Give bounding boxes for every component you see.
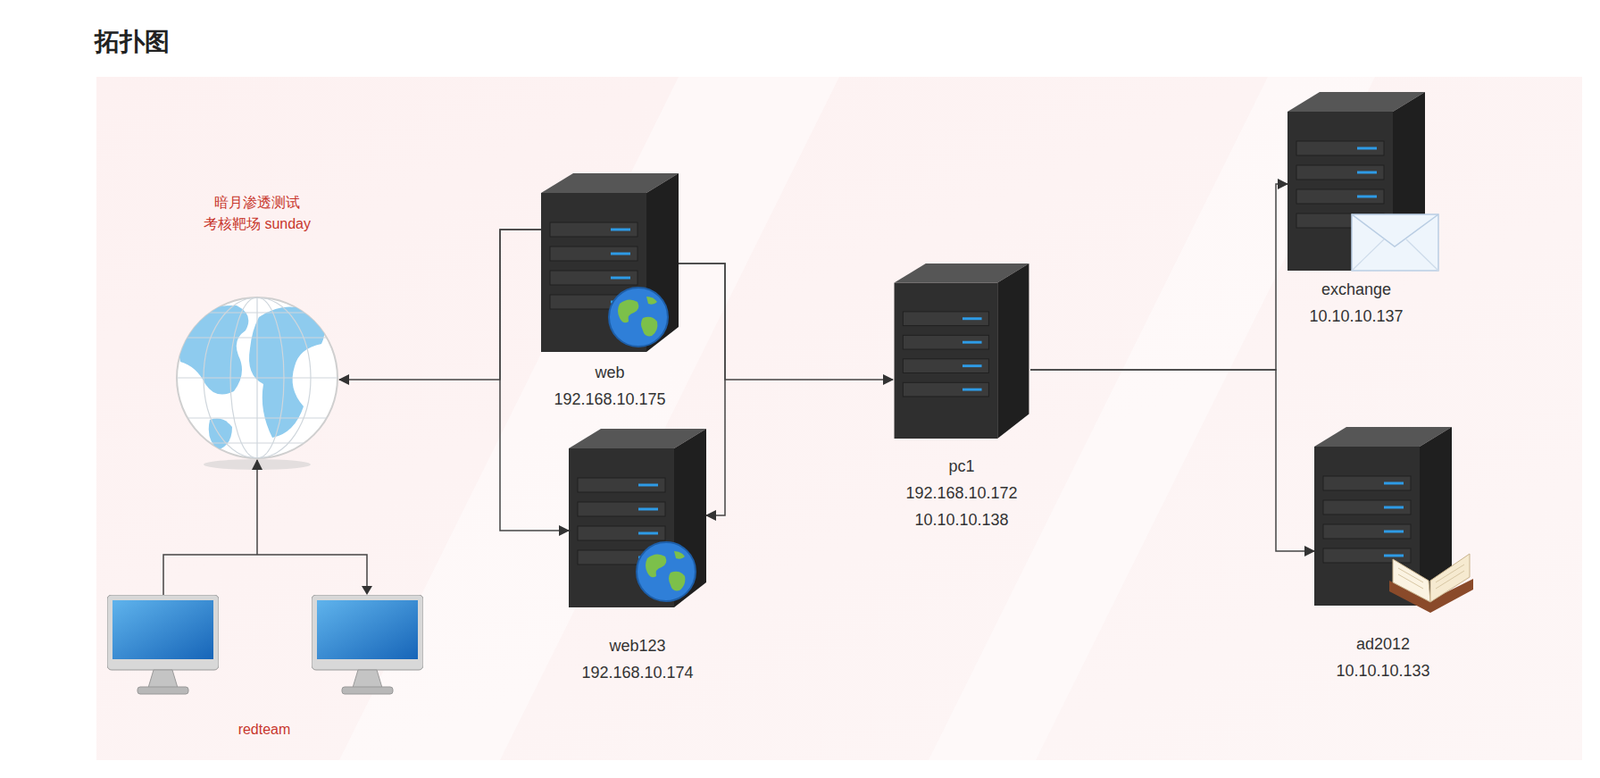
monitor-wires	[163, 554, 367, 595]
connector-arrow	[339, 229, 542, 380]
globe-node: 暗月渗透测试 考核靶场 sunday	[175, 191, 340, 460]
ip-address: 192.168.10.172	[889, 479, 1034, 507]
background-panel	[96, 76, 1583, 760]
server-node: ad201210.10.10.133	[1314, 426, 1452, 606]
node-label: redteam	[103, 718, 425, 741]
node-name: exchange	[1283, 275, 1429, 303]
server-node: web192.168.10.175	[541, 173, 679, 352]
ip-address: 10.10.10.137	[1283, 302, 1429, 330]
node-name: web	[537, 358, 683, 386]
globe-icon	[176, 297, 338, 470]
server-node: pc1192.168.10.17210.10.10.138	[892, 263, 1031, 439]
node-name: ad2012	[1310, 630, 1456, 658]
server-icon	[894, 263, 1030, 439]
node-label: web192.168.10.175	[537, 358, 683, 413]
ip-address: 10.10.10.133	[1310, 657, 1456, 684]
node-name: web123	[565, 632, 710, 659]
connector-arrow	[1030, 369, 1315, 551]
connector-arrow	[678, 263, 893, 380]
connector-arrow	[678, 263, 725, 516]
node-label: exchange10.10.10.137	[1283, 275, 1429, 330]
server-node: exchange10.10.10.137	[1287, 91, 1425, 271]
connector-arrow	[1030, 183, 1288, 370]
redteam-group: redteam	[107, 554, 422, 756]
book-icon	[1389, 553, 1474, 613]
ip-address: 10.10.10.138	[889, 506, 1034, 534]
connector-arrow	[500, 229, 569, 531]
mail-icon	[1351, 214, 1439, 271]
node-name: redteam	[103, 718, 425, 741]
server-icon	[541, 173, 679, 352]
monitor-icon	[311, 594, 424, 694]
server-icon	[568, 428, 707, 608]
server-node: web123192.168.10.174	[568, 428, 707, 608]
arrowhead	[361, 585, 373, 595]
node-label: web123192.168.10.174	[565, 632, 710, 686]
diagram-title: 拓扑图	[94, 25, 170, 59]
ip-address: 192.168.10.174	[565, 658, 710, 686]
node-name: pc1	[889, 452, 1034, 480]
node-label: ad201210.10.10.133	[1310, 630, 1456, 684]
web-badge	[608, 287, 668, 347]
node-label: 暗月渗透测试 考核靶场 sunday	[175, 191, 340, 235]
node-label: pc1192.168.10.17210.10.10.138	[889, 452, 1034, 534]
connector-arrow	[256, 459, 259, 555]
server-icon	[1314, 426, 1452, 606]
web-badge	[636, 541, 696, 601]
node-name: 暗月渗透测试 考核靶场 sunday	[199, 191, 316, 235]
monitor-icon	[107, 594, 219, 694]
ip-address: 192.168.10.175	[537, 385, 683, 413]
